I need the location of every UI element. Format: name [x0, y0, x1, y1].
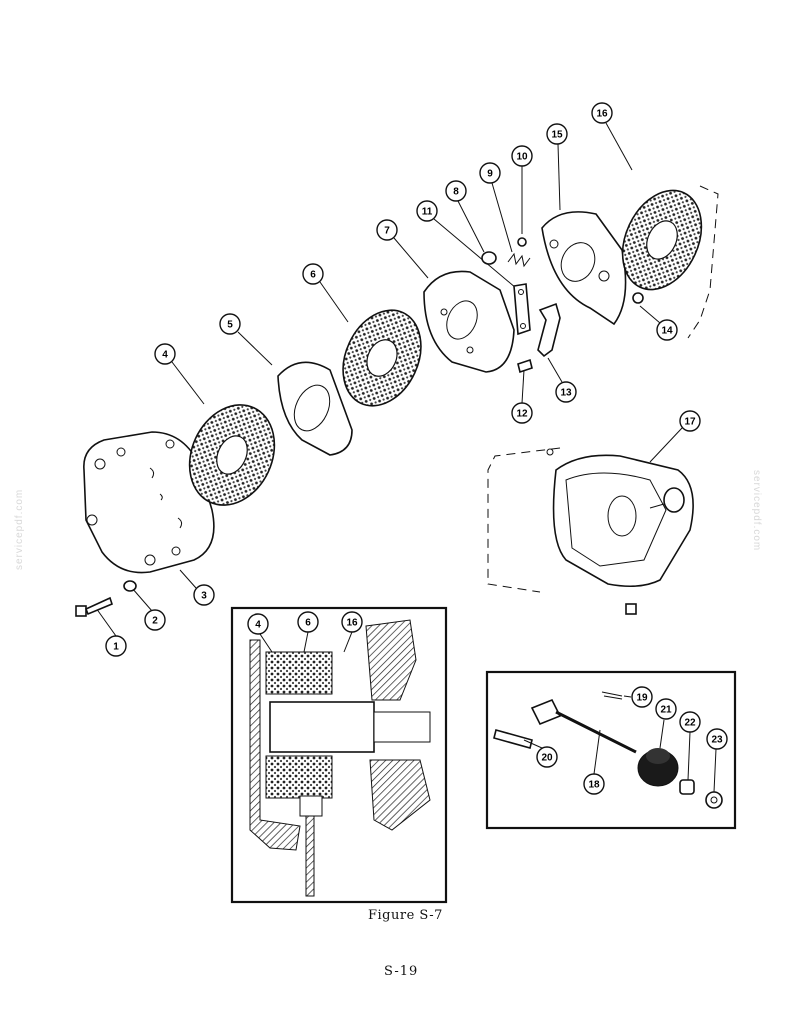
brake-cover-part-3: [83, 431, 215, 574]
callout-number: 20: [541, 753, 553, 764]
callout-number: 10: [516, 152, 528, 163]
callout-number: 13: [560, 388, 572, 399]
lever-part-13: [537, 302, 561, 358]
link-part-11: [513, 283, 531, 336]
callout-18: 18: [583, 773, 605, 795]
pressure-ring-part-5: [277, 361, 353, 456]
housing-part-17: [546, 448, 694, 615]
spring-part-9: [507, 252, 531, 268]
callout-7: 7: [376, 219, 398, 241]
callout-number: 9: [487, 169, 493, 180]
callout-1: 1: [105, 635, 127, 657]
watermark-right: servicepdf.com: [751, 470, 762, 552]
callout-4: 4: [154, 343, 176, 365]
callout-3: 3: [193, 584, 215, 606]
callout-number: 3: [201, 591, 207, 602]
callout-12: 12: [511, 402, 533, 424]
callout-4: 4: [247, 613, 269, 635]
leader-lines: [95, 122, 683, 637]
watermark-left: servicepdf.com: [14, 488, 25, 570]
bushing-part-8: [481, 251, 497, 265]
callout-15: 15: [546, 123, 568, 145]
page-number: S-19: [384, 964, 419, 979]
dashed-guides: [487, 185, 719, 593]
callout-number: 2: [152, 616, 158, 627]
lining-disc-part-6: [342, 309, 422, 407]
linkage-parts-inset: [485, 670, 737, 830]
callout-number: 6: [305, 618, 311, 629]
callout-13: 13: [555, 381, 577, 403]
callout-number: 21: [660, 705, 672, 716]
lining-disc-part-4: [188, 404, 276, 506]
callout-23: 23: [706, 728, 728, 750]
actuator-disc-part-7: [423, 270, 515, 373]
callout-number: 6: [310, 270, 316, 281]
lining-disc-part-16: [621, 189, 703, 291]
ball-part-10: [517, 237, 527, 247]
callout-5: 5: [219, 313, 241, 335]
callout-19: 19: [631, 686, 653, 708]
callout-16: 16: [591, 102, 613, 124]
callout-17: 17: [679, 410, 701, 432]
callout-10: 10: [511, 145, 533, 167]
callout-number: 19: [636, 693, 648, 704]
callout-2: 2: [144, 609, 166, 631]
callout-number: 12: [516, 409, 528, 420]
nut-part-14: [632, 292, 644, 304]
callout-number: 16: [596, 109, 608, 120]
callout-number: 15: [551, 130, 563, 141]
washer-part-2: [123, 580, 137, 592]
callout-number: 14: [661, 326, 673, 337]
callout-number: 1: [113, 642, 119, 653]
callout-number: 8: [453, 187, 459, 198]
callout-11: 11: [416, 200, 438, 222]
callout-number: 4: [255, 620, 261, 631]
plate-part-15: [541, 211, 627, 326]
callout-8: 8: [445, 180, 467, 202]
callout-number: 5: [227, 320, 233, 331]
callout-6: 6: [302, 263, 324, 285]
figure-caption: Figure S-7: [368, 908, 443, 923]
callout-16: 16: [341, 611, 363, 633]
callout-14: 14: [656, 319, 678, 341]
callout-21: 21: [655, 698, 677, 720]
cross-section-inset: [230, 606, 448, 904]
callout-number: 7: [384, 226, 390, 237]
callout-9: 9: [479, 162, 501, 184]
callout-number: 4: [162, 350, 168, 361]
callout-number: 16: [346, 618, 358, 629]
callout-22: 22: [679, 711, 701, 733]
bolt-part-1: [75, 596, 113, 617]
callout-number: 22: [684, 718, 696, 729]
dust-boot-part-21: [637, 748, 679, 787]
callout-number: 23: [711, 735, 723, 746]
callout-number: 17: [684, 417, 696, 428]
pin-part-12: [517, 358, 533, 374]
callout-number: 11: [422, 207, 433, 218]
callout-number: 18: [588, 780, 600, 791]
callout-20: 20: [536, 746, 558, 768]
callout-6: 6: [297, 611, 319, 633]
